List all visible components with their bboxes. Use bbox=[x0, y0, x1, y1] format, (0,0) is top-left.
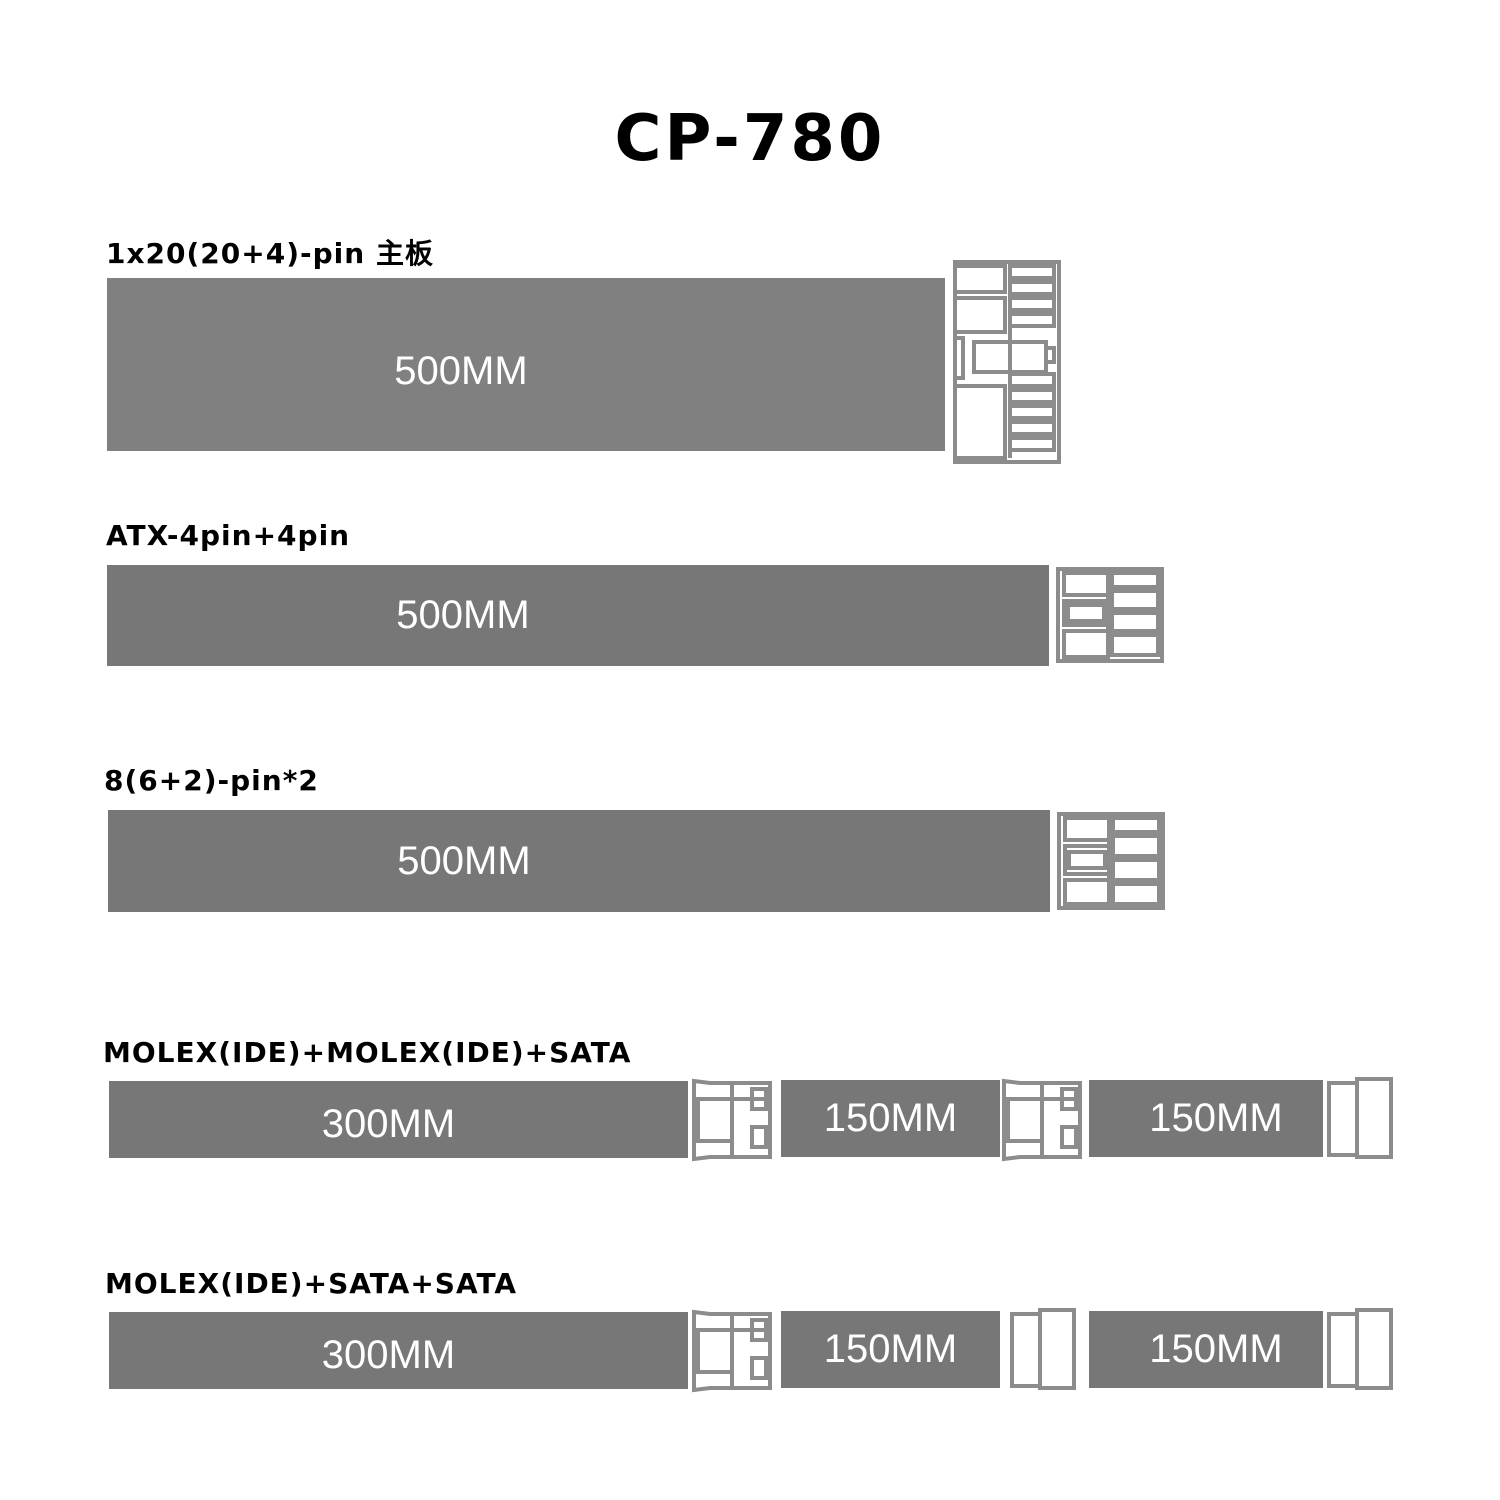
cable-segment-pcie-6plus2: 500MM bbox=[108, 810, 1050, 912]
cable-label-atx-4plus4: ATX-4pin+4pin bbox=[106, 519, 351, 552]
atx-24pin-connector-icon bbox=[950, 258, 1064, 466]
sata-connector-icon bbox=[1008, 1308, 1078, 1390]
molex-connector-icon bbox=[1000, 1077, 1086, 1163]
eps-4plus4-connector-icon bbox=[1052, 565, 1168, 665]
cable-segment-150mm: 150MM bbox=[781, 1311, 1000, 1388]
cable-segment-300mm: 300MM bbox=[109, 1081, 688, 1158]
cable-label-pcie-6plus2: 8(6+2)-pin*2 bbox=[104, 764, 319, 797]
sata-connector-icon bbox=[1325, 1308, 1395, 1390]
sata-connector-icon bbox=[1325, 1077, 1395, 1159]
cable-segment-150mm: 150MM bbox=[781, 1080, 1000, 1157]
cable-segment-300mm: 300MM bbox=[109, 1312, 688, 1389]
cable-label-molex-molex-sata: MOLEX(IDE)+MOLEX(IDE)+SATA bbox=[103, 1036, 632, 1069]
cable-segment-150mm: 150MM bbox=[1089, 1311, 1323, 1388]
cable-segment-150mm: 150MM bbox=[1089, 1080, 1323, 1157]
molex-connector-icon bbox=[690, 1308, 776, 1394]
cable-segment-atx-24pin: 500MM bbox=[107, 278, 945, 451]
cable-label-molex-sata-sata: MOLEX(IDE)+SATA+SATA bbox=[105, 1267, 518, 1300]
cable-label-atx-24pin: 1x20(20+4)-pin 主板 bbox=[106, 237, 434, 270]
molex-connector-icon bbox=[690, 1077, 776, 1163]
cable-segment-atx-4plus4: 500MM bbox=[107, 565, 1049, 666]
diagram-title: CP-780 bbox=[614, 102, 886, 176]
pcie-6plus2-connector-icon bbox=[1053, 810, 1169, 912]
